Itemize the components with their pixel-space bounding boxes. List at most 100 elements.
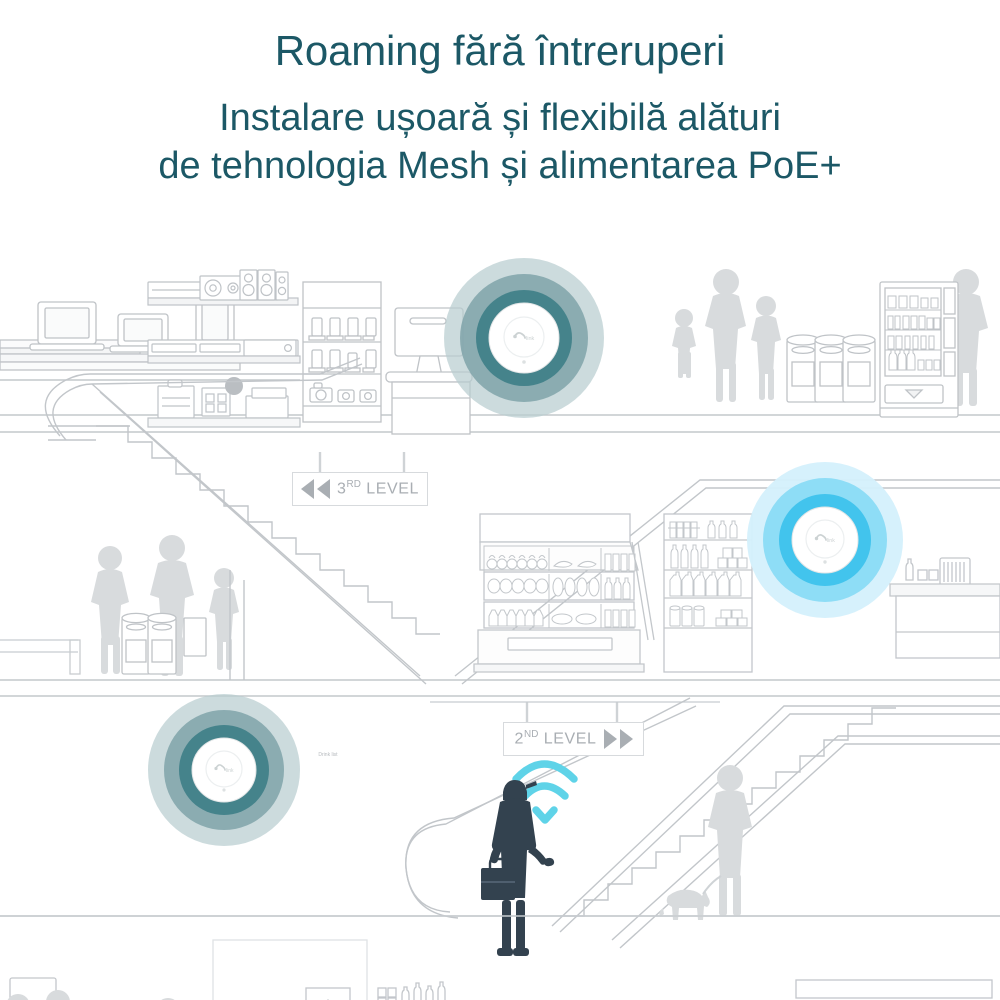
ap-led — [222, 788, 226, 792]
restroom-header-sign — [795, 979, 993, 999]
av-receiver-icon — [157, 379, 195, 419]
access-point-middle-right: link — [747, 462, 903, 618]
grocery-display-case — [473, 513, 655, 673]
ap-body — [191, 737, 257, 803]
page-subtitle: Instalare ușoară și flexibilă alături de… — [0, 94, 1000, 191]
speaker-icon — [239, 269, 258, 301]
svg-text:link: link — [526, 336, 535, 342]
silhouette-child — [209, 568, 239, 670]
triangle-right-icon — [603, 729, 617, 749]
speaker-icon — [257, 269, 276, 301]
phone-display-cabinet — [302, 281, 382, 423]
businessman-with-phone — [481, 760, 578, 956]
laptop-icon — [29, 301, 105, 351]
sign-2nd-level[interactable]: 2ND LEVEL — [503, 722, 644, 756]
dog-leash — [702, 875, 722, 895]
wifi-signal-icon — [512, 760, 578, 800]
arrow-left-group — [300, 479, 330, 499]
cafe-table-chair — [212, 939, 368, 1000]
silhouette-adult — [7, 994, 29, 1000]
bottle-icon — [905, 558, 914, 581]
camera-icon — [309, 382, 377, 403]
triangle-right-icon — [619, 729, 633, 749]
shelf-top-cafe — [377, 981, 446, 1000]
stairs-lower-right — [551, 705, 1000, 949]
service-desk-upper — [385, 307, 473, 435]
sign-3rd-ordinal: RD — [346, 479, 362, 491]
sign-3rd-label: 3RD LEVEL — [337, 479, 419, 498]
sign-2nd-suffix: LEVEL — [538, 730, 597, 748]
briefcase-icon — [481, 857, 515, 900]
ap-led — [823, 560, 827, 564]
briefcase-icon — [183, 617, 207, 657]
grocery-tall-shelf — [663, 513, 753, 673]
produce-row — [486, 555, 548, 570]
checkout-counter-right — [889, 557, 1000, 659]
trash-bin — [786, 334, 820, 403]
sign-2nd-label: 2ND LEVEL — [514, 729, 596, 748]
silhouette-adult — [46, 990, 70, 1000]
trash-bin — [121, 612, 151, 675]
silhouette-child — [672, 309, 696, 378]
ap-body — [791, 506, 859, 574]
console-icon — [201, 387, 231, 417]
sign-hanger-3rd — [318, 452, 406, 472]
drink-list-board — [305, 987, 351, 1000]
tp-link-logo-icon: link — [513, 331, 535, 342]
escalator-upper-left — [44, 357, 440, 685]
ap-inner-ring — [805, 519, 845, 559]
packaged-food-row — [552, 560, 597, 568]
svg-text:link: link — [226, 768, 234, 774]
sign-3rd-number: 3 — [336, 480, 347, 498]
silhouette-adult — [708, 765, 752, 916]
audio-equipment-shelves — [147, 269, 301, 428]
trash-bin — [147, 612, 177, 675]
left-cafe-seating — [9, 939, 368, 1000]
mall-scene-illustration: link — [0, 258, 1000, 1000]
bench-mid-left — [0, 639, 81, 675]
access-point-bottom-left: link — [148, 694, 300, 846]
ap-led — [522, 360, 526, 364]
ap-inner-ring — [205, 750, 243, 788]
page-title: Roaming fără întreruperi — [274, 27, 726, 74]
triangle-left-icon — [300, 479, 314, 499]
sign-2nd-number: 2 — [514, 730, 524, 748]
trash-bins-mid — [121, 612, 207, 675]
drink-list-title: Drink list — [318, 752, 338, 758]
box-icon — [917, 569, 928, 581]
ground-baseline — [0, 915, 1000, 917]
silhouette-adult — [91, 546, 129, 674]
svg-text:link: link — [827, 538, 835, 544]
ap-inner-ring — [503, 316, 545, 358]
stairs-mid-left — [229, 570, 245, 680]
restroom-doors — [795, 979, 993, 999]
sign-3rd-level[interactable]: 3RD LEVEL — [292, 472, 428, 506]
tp-link-logo-icon: link — [214, 764, 234, 774]
box-icon — [928, 569, 939, 581]
subtitle-line-1: Instalare ușoară și flexibilă alături — [219, 96, 781, 139]
access-point-top: link — [444, 258, 604, 418]
silhouette-child — [751, 296, 781, 400]
wifi-dot-icon — [532, 806, 558, 824]
escalator-lower-left — [405, 697, 697, 919]
sign-3rd-suffix: LEVEL — [361, 480, 420, 498]
trash-bin — [814, 334, 848, 403]
trash-bin — [842, 334, 876, 403]
silhouette-adult — [705, 269, 746, 402]
person-with-dog — [659, 765, 752, 920]
headphone-icon — [225, 377, 243, 395]
cafe-bar-counter — [305, 981, 446, 1000]
tp-link-logo-icon: link — [814, 534, 835, 544]
sign-2nd-ordinal: ND — [523, 729, 539, 741]
bottle-row — [604, 553, 636, 572]
sign-hanger-2nd — [525, 702, 619, 722]
vending-machine — [879, 281, 959, 418]
subtitle-line-2: de tehnologia Mesh și alimentarea PoE+ — [158, 145, 842, 188]
box-stack-icon — [245, 387, 289, 419]
speaker-icon — [275, 271, 289, 301]
ap-body — [488, 302, 560, 374]
arrow-right-group — [603, 729, 633, 749]
dog-icon — [659, 889, 710, 920]
trash-bins-upper — [786, 334, 876, 403]
